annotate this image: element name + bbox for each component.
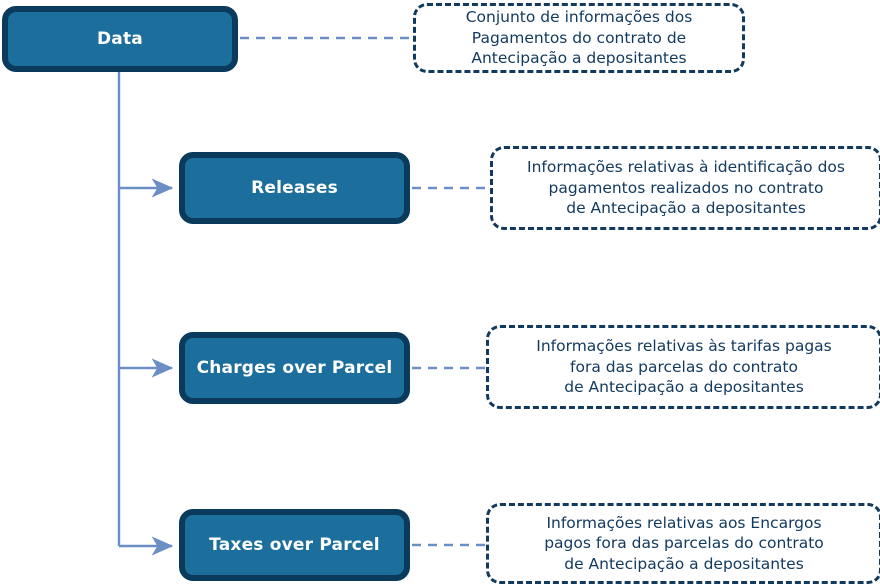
node-charges-over-parcel-label: Charges over Parcel: [196, 357, 393, 378]
note-data: Conjunto de informações dos Pagamentos d…: [413, 3, 745, 73]
note-data-text: Conjunto de informações dos Pagamentos d…: [465, 8, 693, 68]
note-releases-text: Informações relativas à identificação do…: [527, 158, 845, 218]
node-taxes-over-parcel-label: Taxes over Parcel: [209, 534, 380, 555]
node-data-label: Data: [97, 28, 143, 49]
note-charges-over-parcel-text: Informações relativas às tarifas pagas f…: [536, 337, 832, 397]
node-data[interactable]: Data: [2, 6, 238, 72]
node-releases-label: Releases: [251, 177, 338, 198]
node-taxes-over-parcel[interactable]: Taxes over Parcel: [179, 509, 410, 581]
node-charges-over-parcel[interactable]: Charges over Parcel: [179, 332, 410, 404]
note-charges-over-parcel: Informações relativas às tarifas pagas f…: [486, 325, 880, 409]
node-releases[interactable]: Releases: [179, 152, 410, 224]
note-taxes-over-parcel-text: Informações relativas aos Encargos pagos…: [544, 513, 824, 573]
note-taxes-over-parcel: Informações relativas aos Encargos pagos…: [486, 503, 880, 584]
note-releases: Informações relativas à identificação do…: [490, 146, 880, 230]
